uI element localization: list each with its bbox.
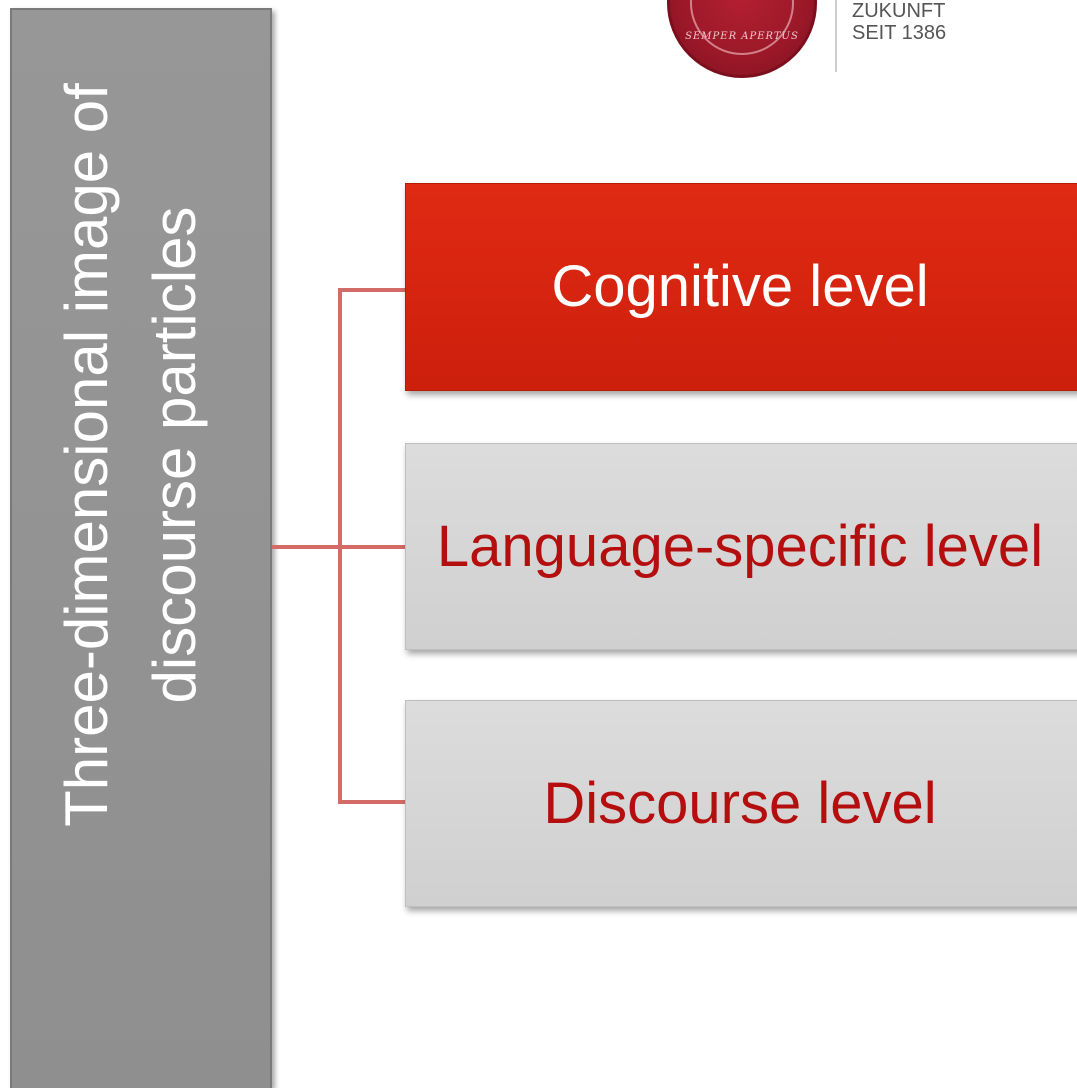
level-label-language-specific: Language-specific level [436, 513, 1044, 579]
connector-root-to-trunk [272, 545, 342, 549]
level-label-cognitive: Cognitive level [551, 254, 929, 319]
connector-to-cognitive [338, 288, 405, 292]
brand-line-1: ZUKUNFT [852, 0, 946, 22]
connector-to-language-specific [338, 545, 405, 549]
root-node-label: Three-dimensional image of discourse par… [53, 83, 208, 827]
seal-motto: SEMPER APERTUS [685, 31, 799, 42]
level-node-cognitive: Cognitive level [405, 183, 1077, 391]
level-node-discourse: Discourse level [405, 700, 1077, 907]
brand-line-2: SEIT 1386 [852, 22, 947, 44]
university-seal: SEMPER APERTUS [667, 0, 817, 78]
brand-divider [835, 0, 837, 72]
root-node-box [10, 8, 272, 1088]
level-label-discourse: Discourse level [543, 770, 937, 836]
level-node-language-specific: Language-specific level [405, 443, 1077, 650]
brand-text: ZUKUNFT SEIT 1386 [852, 0, 946, 44]
connector-to-discourse [338, 800, 405, 804]
